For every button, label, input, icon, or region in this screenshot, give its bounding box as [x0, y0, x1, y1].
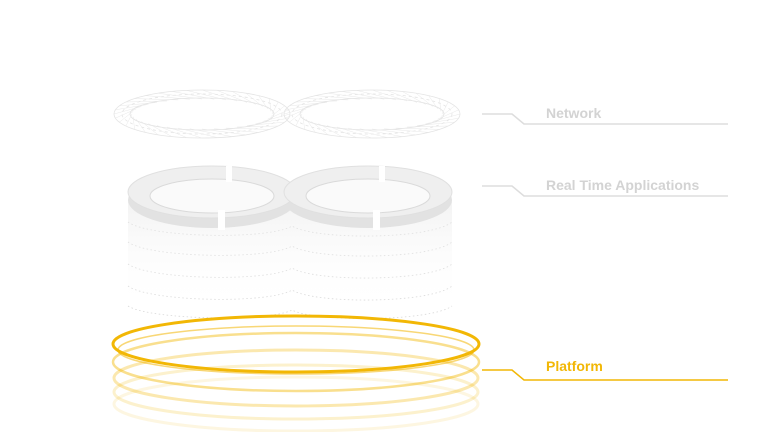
- platform-label: Platform: [546, 358, 603, 374]
- mesh-line: [295, 113, 303, 127]
- mesh-line: [285, 104, 319, 111]
- mesh-line: [186, 90, 226, 101]
- mesh-line: [406, 125, 449, 128]
- mesh-line: [371, 128, 417, 136]
- mesh-line: [425, 117, 459, 124]
- mesh-line: [441, 101, 449, 115]
- platform-layer-graphic: [111, 314, 481, 432]
- mesh-line: [115, 104, 149, 111]
- mesh-line: [201, 128, 247, 136]
- mesh-line: [125, 100, 168, 103]
- mesh-line: [283, 106, 312, 115]
- mesh-line: [289, 111, 304, 123]
- mesh-line: [348, 127, 388, 138]
- mesh-line: [225, 127, 270, 130]
- mesh-line: [255, 117, 289, 124]
- mesh-line: [113, 106, 142, 115]
- mesh-line: [267, 109, 289, 120]
- platform-connector: [482, 369, 728, 381]
- mesh-line: [371, 89, 408, 102]
- mesh-line: [171, 91, 215, 100]
- mesh-line: [262, 113, 291, 122]
- mesh-line: [156, 125, 187, 138]
- mesh-line: [315, 95, 360, 100]
- mesh-line: [401, 91, 426, 105]
- mesh-line: [125, 113, 133, 127]
- network-connector: [482, 113, 728, 125]
- mesh-line: [437, 109, 459, 120]
- mesh-line: [201, 89, 238, 102]
- mesh-line: [166, 126, 203, 139]
- mesh-line: [415, 93, 433, 107]
- mesh-line: [157, 92, 203, 100]
- mesh-line: [271, 101, 279, 115]
- rta-connector: [482, 185, 728, 197]
- mesh-line: [134, 98, 179, 101]
- mesh-line: [432, 113, 461, 122]
- mesh-line: [318, 123, 343, 137]
- mesh-line: [356, 90, 396, 101]
- mesh-line: [119, 102, 158, 107]
- mesh-line: [119, 111, 134, 123]
- mesh-line: [258, 95, 269, 110]
- mesh-line: [270, 105, 285, 117]
- mesh-line: [132, 116, 135, 130]
- mesh-line: [214, 128, 259, 133]
- mesh-line: [217, 90, 248, 103]
- mesh-line: [416, 121, 455, 126]
- mesh-line: [269, 98, 272, 112]
- mesh-line: [428, 95, 439, 110]
- mesh-line: [440, 105, 455, 117]
- mesh-line: [178, 127, 218, 138]
- connector-lines: [482, 113, 728, 381]
- mesh-line: [231, 91, 256, 105]
- mesh-line: [304, 98, 349, 101]
- mesh-line: [145, 95, 190, 100]
- mesh-line: [311, 121, 329, 135]
- real-time-applications-label: Real Time Applications: [546, 177, 700, 193]
- mesh-line: [189, 128, 233, 137]
- network-layer-graphic: [113, 89, 461, 139]
- mesh-line: [439, 98, 442, 112]
- mesh-line: [246, 121, 285, 126]
- mesh-line: [289, 102, 328, 107]
- mesh-line: [115, 108, 137, 119]
- mesh-line: [387, 90, 418, 103]
- mesh-line: [341, 91, 385, 100]
- rta-layer-graphic: [127, 165, 453, 319]
- network-label: Network: [546, 105, 602, 121]
- mesh-line: [148, 123, 173, 137]
- mesh-line: [384, 128, 429, 133]
- mesh-line: [236, 125, 279, 128]
- mesh-line: [395, 127, 440, 130]
- mesh-line: [326, 125, 357, 138]
- mesh-line: [305, 118, 316, 133]
- mesh-line: [359, 128, 403, 137]
- mesh-line: [141, 121, 159, 135]
- mesh-line: [336, 126, 373, 139]
- mesh-line: [245, 93, 263, 107]
- mesh-line: [295, 100, 338, 103]
- mesh-line: [135, 118, 146, 133]
- mesh-line: [327, 92, 373, 100]
- mesh-line: [285, 108, 307, 119]
- mesh-line: [302, 116, 305, 130]
